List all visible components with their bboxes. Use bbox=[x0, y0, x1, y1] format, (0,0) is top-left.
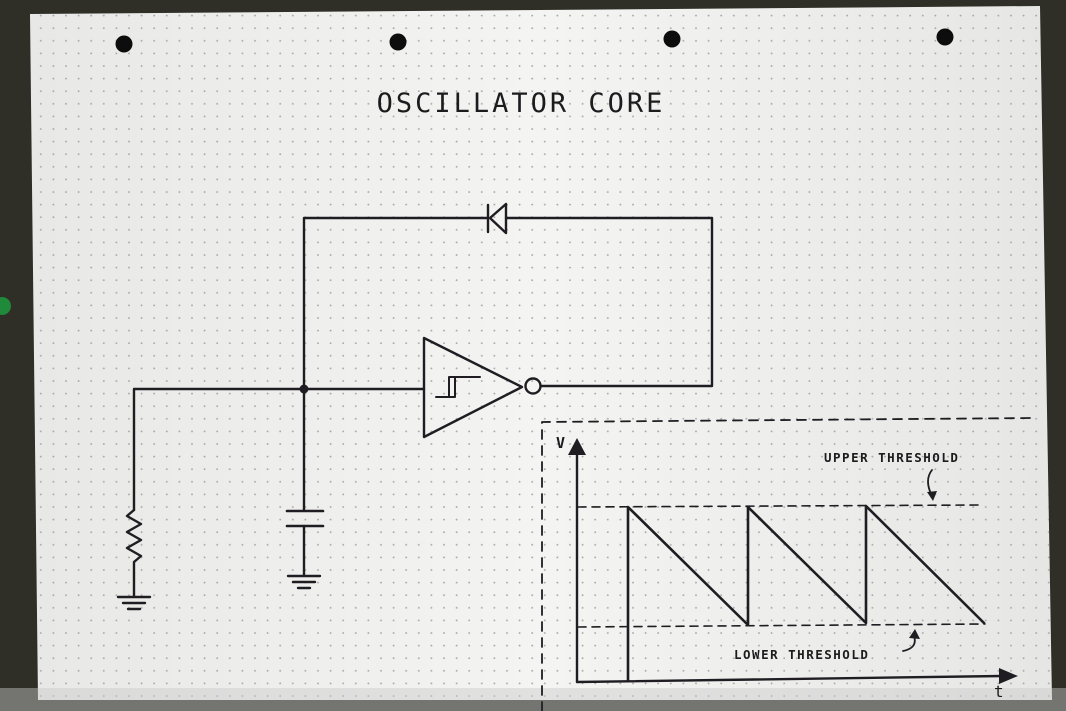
wire-feedback-left bbox=[302, 216, 490, 390]
green-pushpin bbox=[0, 297, 11, 315]
upper-threshold-label: UPPER THRESHOLD bbox=[824, 450, 959, 465]
schmitt-trigger-inverter bbox=[422, 336, 542, 439]
video-bar bbox=[0, 688, 1066, 711]
x-axis-arrow-icon bbox=[999, 668, 1018, 684]
waveform-graph: V t UPPER THRESHOLD LOWER THRESHOLD bbox=[541, 417, 1035, 711]
x-axis-label: t bbox=[994, 682, 1004, 701]
y-axis-label: V bbox=[556, 434, 565, 452]
binder-holes bbox=[115, 28, 954, 53]
sawtooth-waveform bbox=[626, 504, 986, 683]
binder-hole bbox=[389, 33, 407, 51]
diode-symbol bbox=[486, 202, 508, 235]
circuit-schematic bbox=[116, 202, 714, 611]
lower-threshold-label: LOWER THRESHOLD bbox=[734, 647, 869, 662]
wire-feedback-right bbox=[504, 216, 714, 388]
inverter-bubble bbox=[524, 377, 542, 395]
inverter-triangle bbox=[422, 336, 524, 439]
ground-symbol bbox=[116, 595, 152, 611]
lower-threshold-line bbox=[577, 623, 986, 628]
graph-dashed-border bbox=[541, 417, 1035, 711]
binder-hole bbox=[663, 30, 681, 48]
upper-threshold-line bbox=[577, 504, 981, 508]
paper-sheet bbox=[0, 6, 1066, 711]
ground-symbol bbox=[286, 574, 322, 590]
y-axis-arrow-icon bbox=[568, 438, 586, 455]
hysteresis-icon bbox=[435, 376, 481, 398]
diode-triangle bbox=[488, 202, 508, 235]
x-axis bbox=[575, 674, 1004, 684]
binder-hole bbox=[936, 28, 954, 46]
wire-to-resistor bbox=[132, 387, 306, 512]
upper-pointer-arrow-icon bbox=[927, 491, 937, 501]
diagram-title: OSCILLATOR CORE bbox=[377, 88, 666, 119]
resistor-symbol bbox=[125, 508, 143, 598]
binder-hole bbox=[115, 35, 133, 53]
lower-pointer-arrow-icon bbox=[909, 629, 920, 639]
